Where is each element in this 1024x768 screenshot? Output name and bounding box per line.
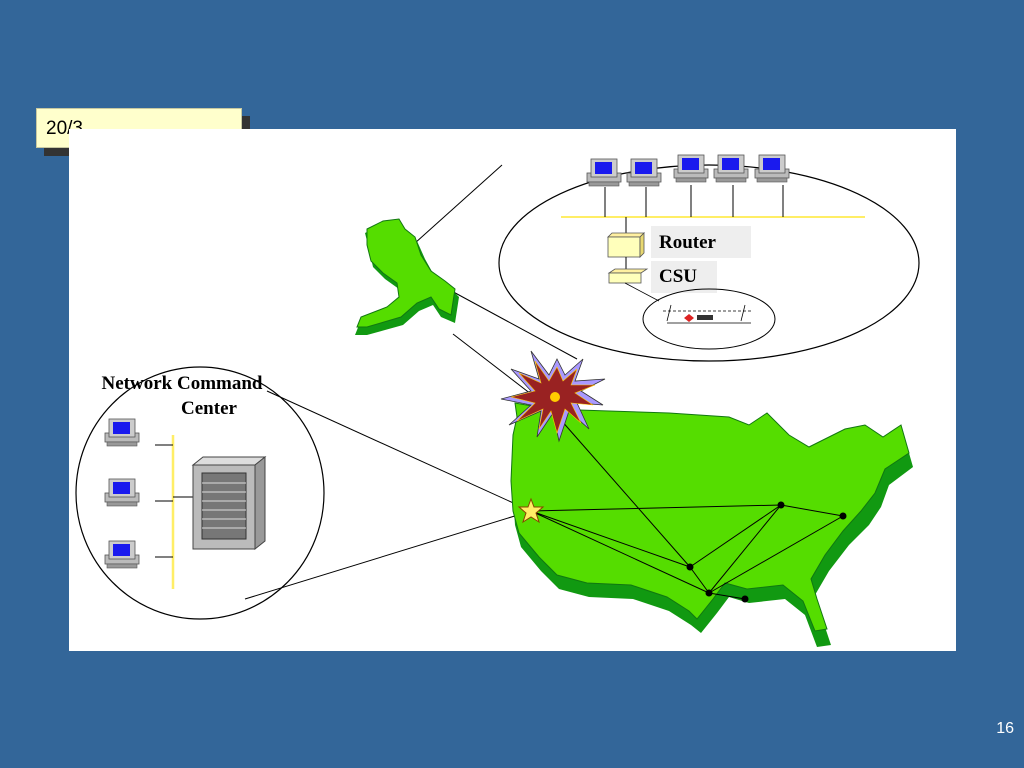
usa-map xyxy=(510,402,913,647)
workstation-icon xyxy=(586,158,622,187)
workstation-icon xyxy=(104,418,140,447)
csu-label: CSU xyxy=(659,266,697,287)
remote-workstations xyxy=(586,154,790,233)
router-icon xyxy=(607,232,645,258)
workstation-icon xyxy=(754,154,790,183)
workstation-icon xyxy=(104,478,140,507)
network-command-center-bubble: Network Command Center xyxy=(75,366,325,620)
workstation-icon xyxy=(673,154,709,183)
ncc-title-line1: Network Command xyxy=(102,373,263,394)
workstation-icon xyxy=(104,540,140,569)
us-backbone-links xyxy=(530,410,844,600)
ncc-workstations xyxy=(104,418,193,569)
csu-icon xyxy=(607,268,649,284)
server-rack-icon xyxy=(191,455,267,551)
alaska-map xyxy=(355,218,459,335)
workstation-icon xyxy=(626,158,662,187)
network-node-dots xyxy=(686,501,847,603)
network-diagram: Router CSU Network Command xyxy=(69,129,956,651)
ncc-title-line2: Center xyxy=(181,398,237,419)
outage-burst-icon xyxy=(500,350,606,443)
page-number: 16 xyxy=(996,720,1014,737)
connector-lines xyxy=(244,164,578,600)
wan-link-bubble xyxy=(624,282,776,350)
router-label: Router xyxy=(659,232,717,253)
remote-site-bubble: Router CSU xyxy=(498,154,920,362)
ncc-location-star xyxy=(517,497,545,524)
workstation-icon xyxy=(713,154,749,183)
